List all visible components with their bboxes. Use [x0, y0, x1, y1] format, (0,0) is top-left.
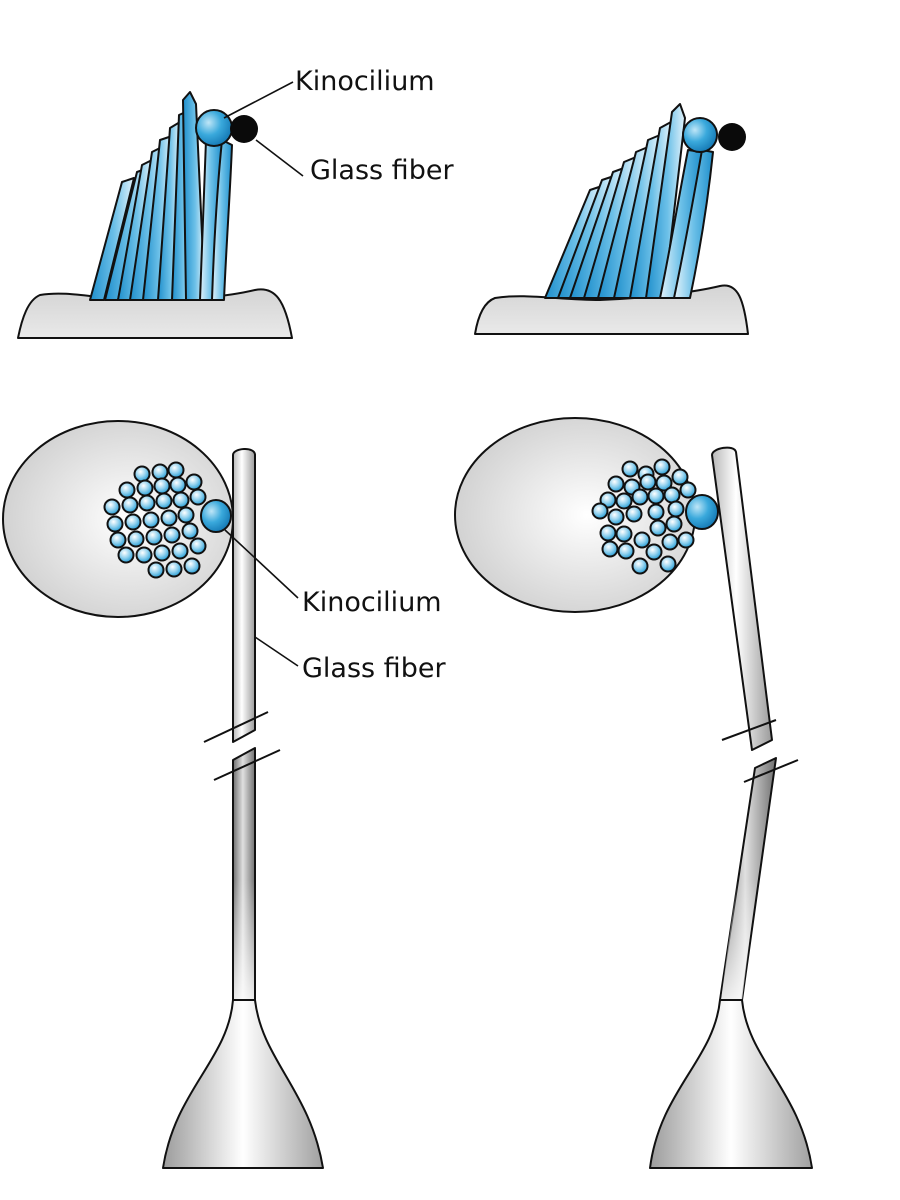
kinocilium-label-top: Kinocilium	[295, 66, 435, 97]
kinocilium-leader-line	[224, 529, 299, 599]
kinocilium-cross-section	[200, 499, 232, 533]
glass-fiber-label-top: Glass fiber	[310, 155, 454, 186]
kinocilium-label-bottom: Kinocilium	[302, 587, 442, 618]
top-left-hair-bundle: Kinocilium Glass fiber	[17, 66, 454, 339]
bottom-left-preparation: Kinocilium Glass fiber	[2, 420, 446, 1169]
glass-fiber-tip	[718, 123, 746, 151]
break-mark	[721, 719, 777, 741]
fiber-holder-flare	[649, 999, 813, 1169]
glass-fiber-leader-line	[255, 139, 304, 177]
stereocilia-cross-sections	[591, 458, 697, 575]
glass-fiber-leader-line	[254, 636, 299, 667]
fiber-holder-flare	[162, 999, 324, 1169]
break-mark	[203, 711, 269, 743]
break-mark	[213, 749, 281, 781]
kinocilium-bulb	[195, 109, 233, 147]
kinocilium-leader-line	[223, 81, 294, 119]
glass-fiber-label-bottom: Glass fiber	[302, 653, 446, 684]
break-mark	[743, 759, 799, 783]
glass-fiber-tip	[230, 115, 258, 143]
glass-fiber	[649, 446, 813, 1169]
stereocilia-group	[89, 91, 233, 301]
stereocilia-cross-sections	[103, 461, 207, 579]
glass-fiber	[162, 448, 324, 1169]
top-right-hair-bundle	[474, 103, 749, 335]
stereocilia-group	[544, 103, 714, 299]
kinocilium-cross-section	[685, 494, 719, 530]
bottom-right-preparation	[454, 417, 813, 1169]
kinocilium-bulb	[682, 117, 718, 153]
